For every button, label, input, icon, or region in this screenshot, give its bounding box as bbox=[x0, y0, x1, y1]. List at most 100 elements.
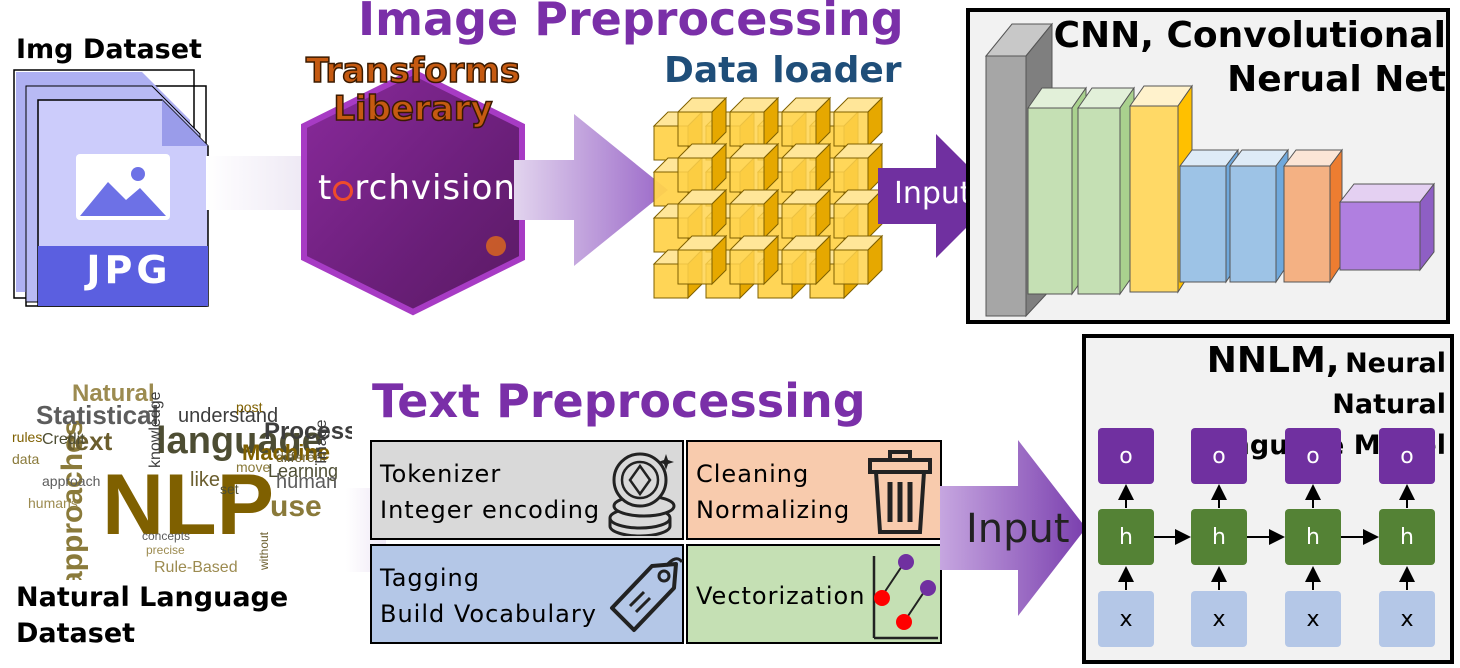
nnlm-input-node-4: x bbox=[1379, 591, 1435, 647]
data-batch-cube bbox=[780, 142, 832, 194]
torchvision-logo: t rchvision bbox=[312, 168, 522, 208]
wordcloud-word: concepts bbox=[142, 529, 191, 543]
data-batch-cube bbox=[728, 142, 780, 194]
data-batch-cube bbox=[832, 234, 884, 286]
cnn-title: CNN, Convolutional Nerual Net bbox=[1000, 14, 1446, 102]
wordcloud-word: NLP bbox=[102, 457, 274, 553]
data-batch-cube bbox=[832, 96, 884, 148]
data-batch-cube bbox=[780, 188, 832, 240]
wordcloud-word: text bbox=[66, 426, 113, 456]
wordcloud-word: Machine bbox=[242, 440, 331, 465]
wordcloud-word: human bbox=[276, 471, 338, 493]
image-input-label: Input bbox=[894, 176, 972, 211]
transforms-label-line1: Transforms bbox=[305, 51, 521, 91]
data-loader-label: Data loader bbox=[664, 50, 902, 91]
nnlm-hidden-node-3: h bbox=[1285, 509, 1341, 565]
data-batch-cube bbox=[676, 142, 728, 194]
wordcloud-word: move bbox=[236, 459, 271, 475]
coins-icon bbox=[608, 452, 676, 536]
tagging-line1: Tagging bbox=[380, 564, 480, 592]
wordcloud-word: language bbox=[156, 420, 323, 462]
torchvision-text-post: rchvision bbox=[354, 168, 516, 208]
cleaning-box: Cleaning Normalizing bbox=[686, 440, 942, 540]
nnlm-hidden-node-2: h bbox=[1191, 509, 1247, 565]
wordcloud-word: use bbox=[270, 490, 322, 523]
wordcloud-word: Statistical bbox=[36, 400, 159, 430]
wordcloud-word: precise bbox=[146, 543, 185, 557]
wordcloud-word: Processing bbox=[264, 418, 352, 445]
cleaning-line2: Normalizing bbox=[696, 496, 851, 524]
data-batch-cube bbox=[676, 234, 728, 286]
nl-dataset-label-line1: Natural Language bbox=[16, 582, 289, 613]
data-batch-cube bbox=[832, 142, 884, 194]
data-batch-cube bbox=[780, 96, 832, 148]
jpg-image-glyph-icon bbox=[74, 152, 172, 226]
trash-icon bbox=[868, 450, 932, 534]
wordcloud-word: without bbox=[257, 531, 271, 570]
tokenizer-box: Tokenizer Integer encoding bbox=[370, 440, 684, 540]
vectorization-box: Vectorization bbox=[686, 544, 942, 644]
wordcloud-word: different bbox=[276, 449, 327, 465]
image-preprocessing-title: Image Preprocessing bbox=[358, 0, 904, 46]
nl-dataset-label: Natural Language Dataset bbox=[16, 580, 288, 652]
nnlm-input-node-2: x bbox=[1191, 591, 1247, 647]
cnn-title-line1: CNN, Convolutional bbox=[1053, 15, 1446, 56]
wordcloud-word: Natural bbox=[72, 380, 155, 407]
transforms-to-loader-arrow bbox=[514, 114, 668, 266]
torchvision-text-pre: t bbox=[318, 168, 333, 208]
nnlm-title-small-line1: Neural Natural bbox=[1332, 348, 1446, 420]
cleaning-line1: Cleaning bbox=[696, 460, 810, 488]
nnlm-title-big: NNLM, bbox=[1206, 340, 1340, 381]
data-batch-cube bbox=[676, 96, 728, 148]
img-dataset-label: Img Dataset bbox=[16, 34, 202, 65]
wordcloud-word: like bbox=[190, 469, 221, 491]
wordcloud-word: Rule-Based bbox=[154, 559, 238, 576]
tokenizer-line1: Tokenizer bbox=[380, 460, 502, 488]
wordcloud-word: Learning bbox=[268, 461, 339, 481]
wordcloud-word: approach bbox=[42, 473, 101, 489]
text-preprocessing-title: Text Preprocessing bbox=[372, 374, 866, 428]
nnlm-output-node-4: o bbox=[1379, 428, 1435, 484]
transforms-label-line2: Liberary bbox=[333, 89, 494, 129]
jpg-file-type-label: JPG bbox=[86, 248, 172, 292]
data-batch-cube bbox=[728, 96, 780, 148]
data-batch-cube bbox=[780, 234, 832, 286]
nnlm-input-node-1: x bbox=[1098, 591, 1154, 647]
nnlm-connections bbox=[1118, 484, 1415, 590]
wordcloud-word: data bbox=[12, 451, 40, 467]
wordcloud-word: set bbox=[220, 481, 239, 497]
tagging-box: Tagging Build Vocabulary bbox=[370, 544, 684, 644]
boxes-to-nnlm-arrow bbox=[940, 440, 1086, 616]
nnlm-output-node-2: o bbox=[1191, 428, 1247, 484]
nnlm-output-node-1: o bbox=[1098, 428, 1154, 484]
wordcloud-word: understand bbox=[178, 405, 279, 427]
data-batch-cube bbox=[728, 234, 780, 286]
wordcloud-word: humans bbox=[28, 495, 78, 511]
text-input-label: Input bbox=[966, 506, 1070, 552]
vectorization-line1: Vectorization bbox=[696, 582, 866, 610]
vector-plot-icon bbox=[872, 554, 938, 640]
nnlm-input-node-3: x bbox=[1285, 591, 1341, 647]
nnlm-output-node-3: o bbox=[1285, 428, 1341, 484]
wordcloud-word: Credit bbox=[42, 431, 85, 448]
wordcloud-word: rules bbox=[12, 429, 43, 445]
torch-flame-icon bbox=[333, 181, 354, 201]
torchvision-hexagon bbox=[301, 68, 525, 316]
wordcloud-word: Image bbox=[313, 419, 330, 464]
wordcloud-word: knowledge bbox=[147, 391, 164, 469]
wordcloud-word: post bbox=[236, 399, 263, 415]
data-batch-cube bbox=[676, 188, 728, 240]
tagging-line2: Build Vocabulary bbox=[380, 600, 597, 628]
cnn-layers-diagram bbox=[984, 22, 1436, 318]
transforms-library-label: Transforms Liberary bbox=[300, 51, 526, 129]
dataset-to-transforms-arrow bbox=[206, 156, 316, 210]
data-batch-cube bbox=[832, 188, 884, 240]
nl-dataset-label-line2: Dataset bbox=[16, 618, 136, 649]
nnlm-hidden-node-1: h bbox=[1098, 509, 1154, 565]
data-loader-cube-grid bbox=[652, 96, 884, 300]
loader-to-cnn-arrow bbox=[878, 134, 998, 258]
cnn-title-line2: Nerual Net bbox=[1227, 59, 1446, 100]
data-batch-cube bbox=[728, 188, 780, 240]
tokenizer-line2: Integer encoding bbox=[380, 496, 601, 524]
